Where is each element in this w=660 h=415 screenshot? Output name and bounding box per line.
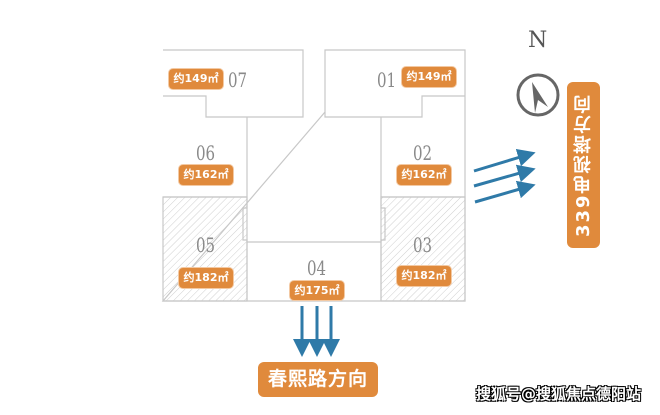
- unit-number: 07: [228, 68, 248, 92]
- unit-area-badge: 约162㎡: [179, 165, 233, 185]
- unit-area-badge: 约162㎡: [397, 165, 451, 185]
- unit-area-badge: 约149㎡: [402, 67, 456, 87]
- south-road-label: 春熙路方向: [258, 362, 378, 397]
- unit-number: 05: [196, 233, 216, 257]
- unit-number: 06: [196, 141, 216, 165]
- unit-01-wall: [324, 95, 465, 118]
- unit-number: 01: [377, 68, 397, 92]
- unit-number: 03: [413, 233, 433, 257]
- east-road-label: 339电视塔方向: [567, 82, 600, 248]
- unit-area-badge: 约175㎡: [290, 281, 344, 300]
- watermark: 搜狐号@搜狐焦点德阳站: [476, 385, 642, 403]
- unit-area-badge: 约182㎡: [179, 268, 233, 288]
- east-arrows-icon: [473, 148, 536, 204]
- unit-07-wall: [163, 95, 304, 118]
- north-label: N: [528, 28, 548, 53]
- unit-area-badge: 约182㎡: [397, 266, 451, 286]
- core-wall: [163, 117, 465, 301]
- unit-number: 02: [413, 141, 433, 165]
- unit-number: 04: [307, 256, 327, 280]
- south-arrows-icon: [293, 306, 340, 357]
- unit-area-badge: 约149㎡: [169, 69, 223, 89]
- compass-icon: [516, 73, 560, 117]
